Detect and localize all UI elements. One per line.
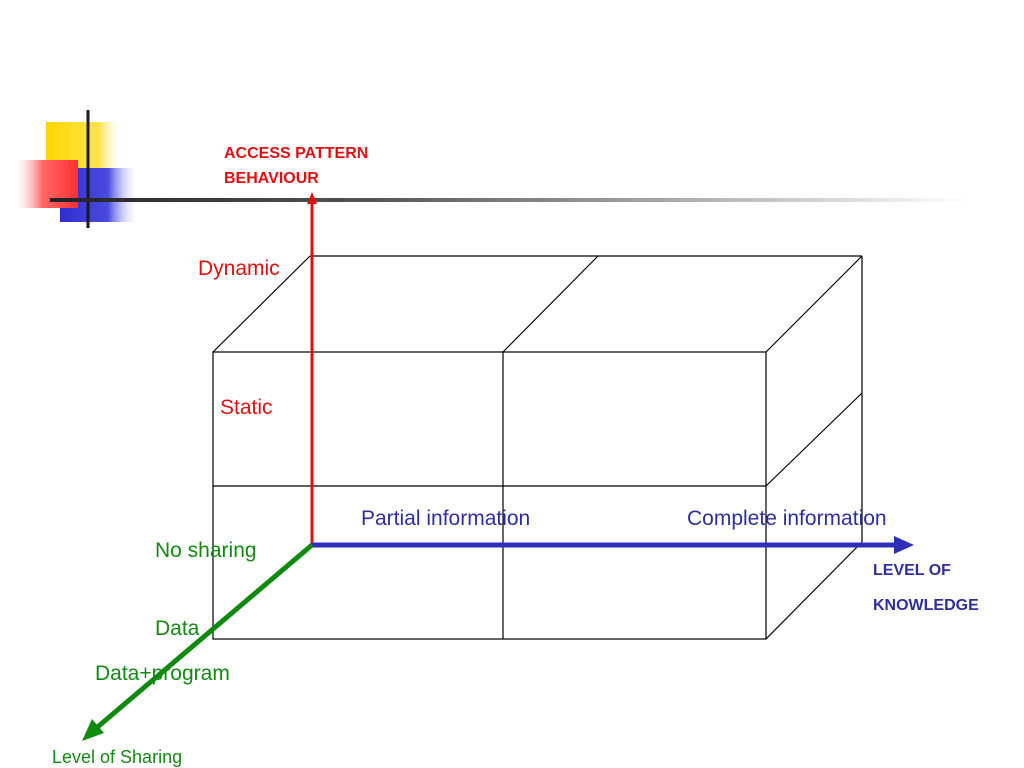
sharing-level-none: No sharing [155,539,257,562]
knowledge-level-partial: Partial information [361,507,531,530]
classification-cube [212,255,863,640]
sharing-axis-title: Level of Sharing [52,747,183,767]
corner-squares-logo-icon [14,110,140,228]
cube-right-mid-edge [765,392,863,487]
knowledge-level-complete: Complete information [687,507,887,530]
sharing-level-data-program: Data+program [95,662,230,685]
access-level-static: Static [220,396,273,419]
cube-front-face [212,351,767,640]
knowledge-axis [312,536,914,554]
cube-top-left-edge [212,255,311,353]
cube-top-mid-edge [502,255,599,353]
sharing-level-data: Data [155,617,200,640]
access-axis-title-line2: BEHAVIOUR [224,170,319,187]
knowledge-axis-title-line2: KNOWLEDGE [873,597,979,614]
access-axis-title-line1: ACCESS PATTERN [224,145,369,162]
knowledge-axis-title-line1: LEVEL OF [873,562,951,579]
header-rule [50,198,970,202]
cube-top-right-edge [765,255,863,353]
access-level-dynamic: Dynamic [198,257,280,280]
sharing-axis [82,543,314,741]
access-pattern-axis [307,192,317,545]
cube-right-bottom-edge [765,541,863,640]
